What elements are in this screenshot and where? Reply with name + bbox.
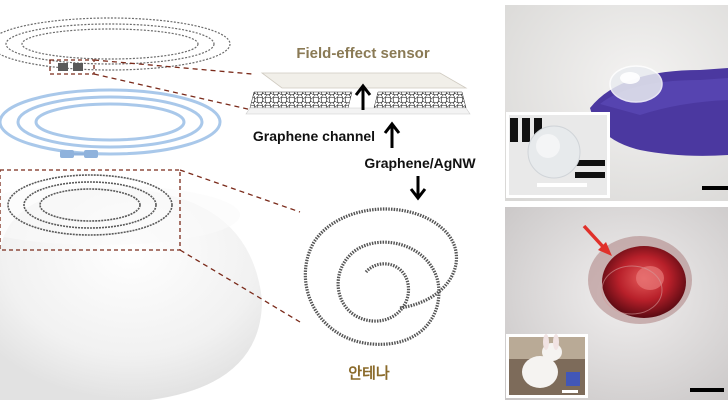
bottom-inset-rabbit [506, 334, 588, 398]
blue-coil-layer [0, 88, 222, 156]
lens-antenna-spiral [7, 174, 173, 236]
top-inset-scale-bar [537, 183, 587, 187]
sensor-pad-left [58, 63, 68, 71]
top-inset-lens-on-electrodes [506, 112, 610, 198]
graphene-channel-label: Graphene channel [253, 128, 375, 144]
sensor-top-plate [260, 72, 468, 89]
arrow-down-agnw-icon [409, 176, 427, 201]
sensor-pad-right [73, 63, 83, 71]
connector-lines [93, 59, 301, 323]
antenna-spiral [303, 207, 458, 346]
top-spiral-layer [0, 17, 231, 71]
blue-pad-left [60, 150, 74, 158]
bottom-inset-scale-bar [562, 390, 578, 393]
arrow-up-channel-icon [383, 121, 401, 148]
blue-pad-right [84, 150, 98, 158]
top-photo-scale-bar [702, 186, 728, 190]
sensor-site-box [49, 59, 95, 75]
antenna-region-box [0, 169, 181, 251]
sensor-base-plate [245, 107, 471, 115]
bottom-photo-scale-bar [690, 388, 724, 392]
antenna-label: 안테나 [348, 364, 390, 382]
field-effect-sensor-label: Field-effect sensor [296, 45, 430, 62]
arrow-up-center-icon [354, 83, 372, 110]
graphene-agnw-label: Graphene/AgNW [364, 155, 476, 171]
sensor-mesh-left [249, 91, 353, 109]
sensor-mesh-right [373, 91, 467, 109]
